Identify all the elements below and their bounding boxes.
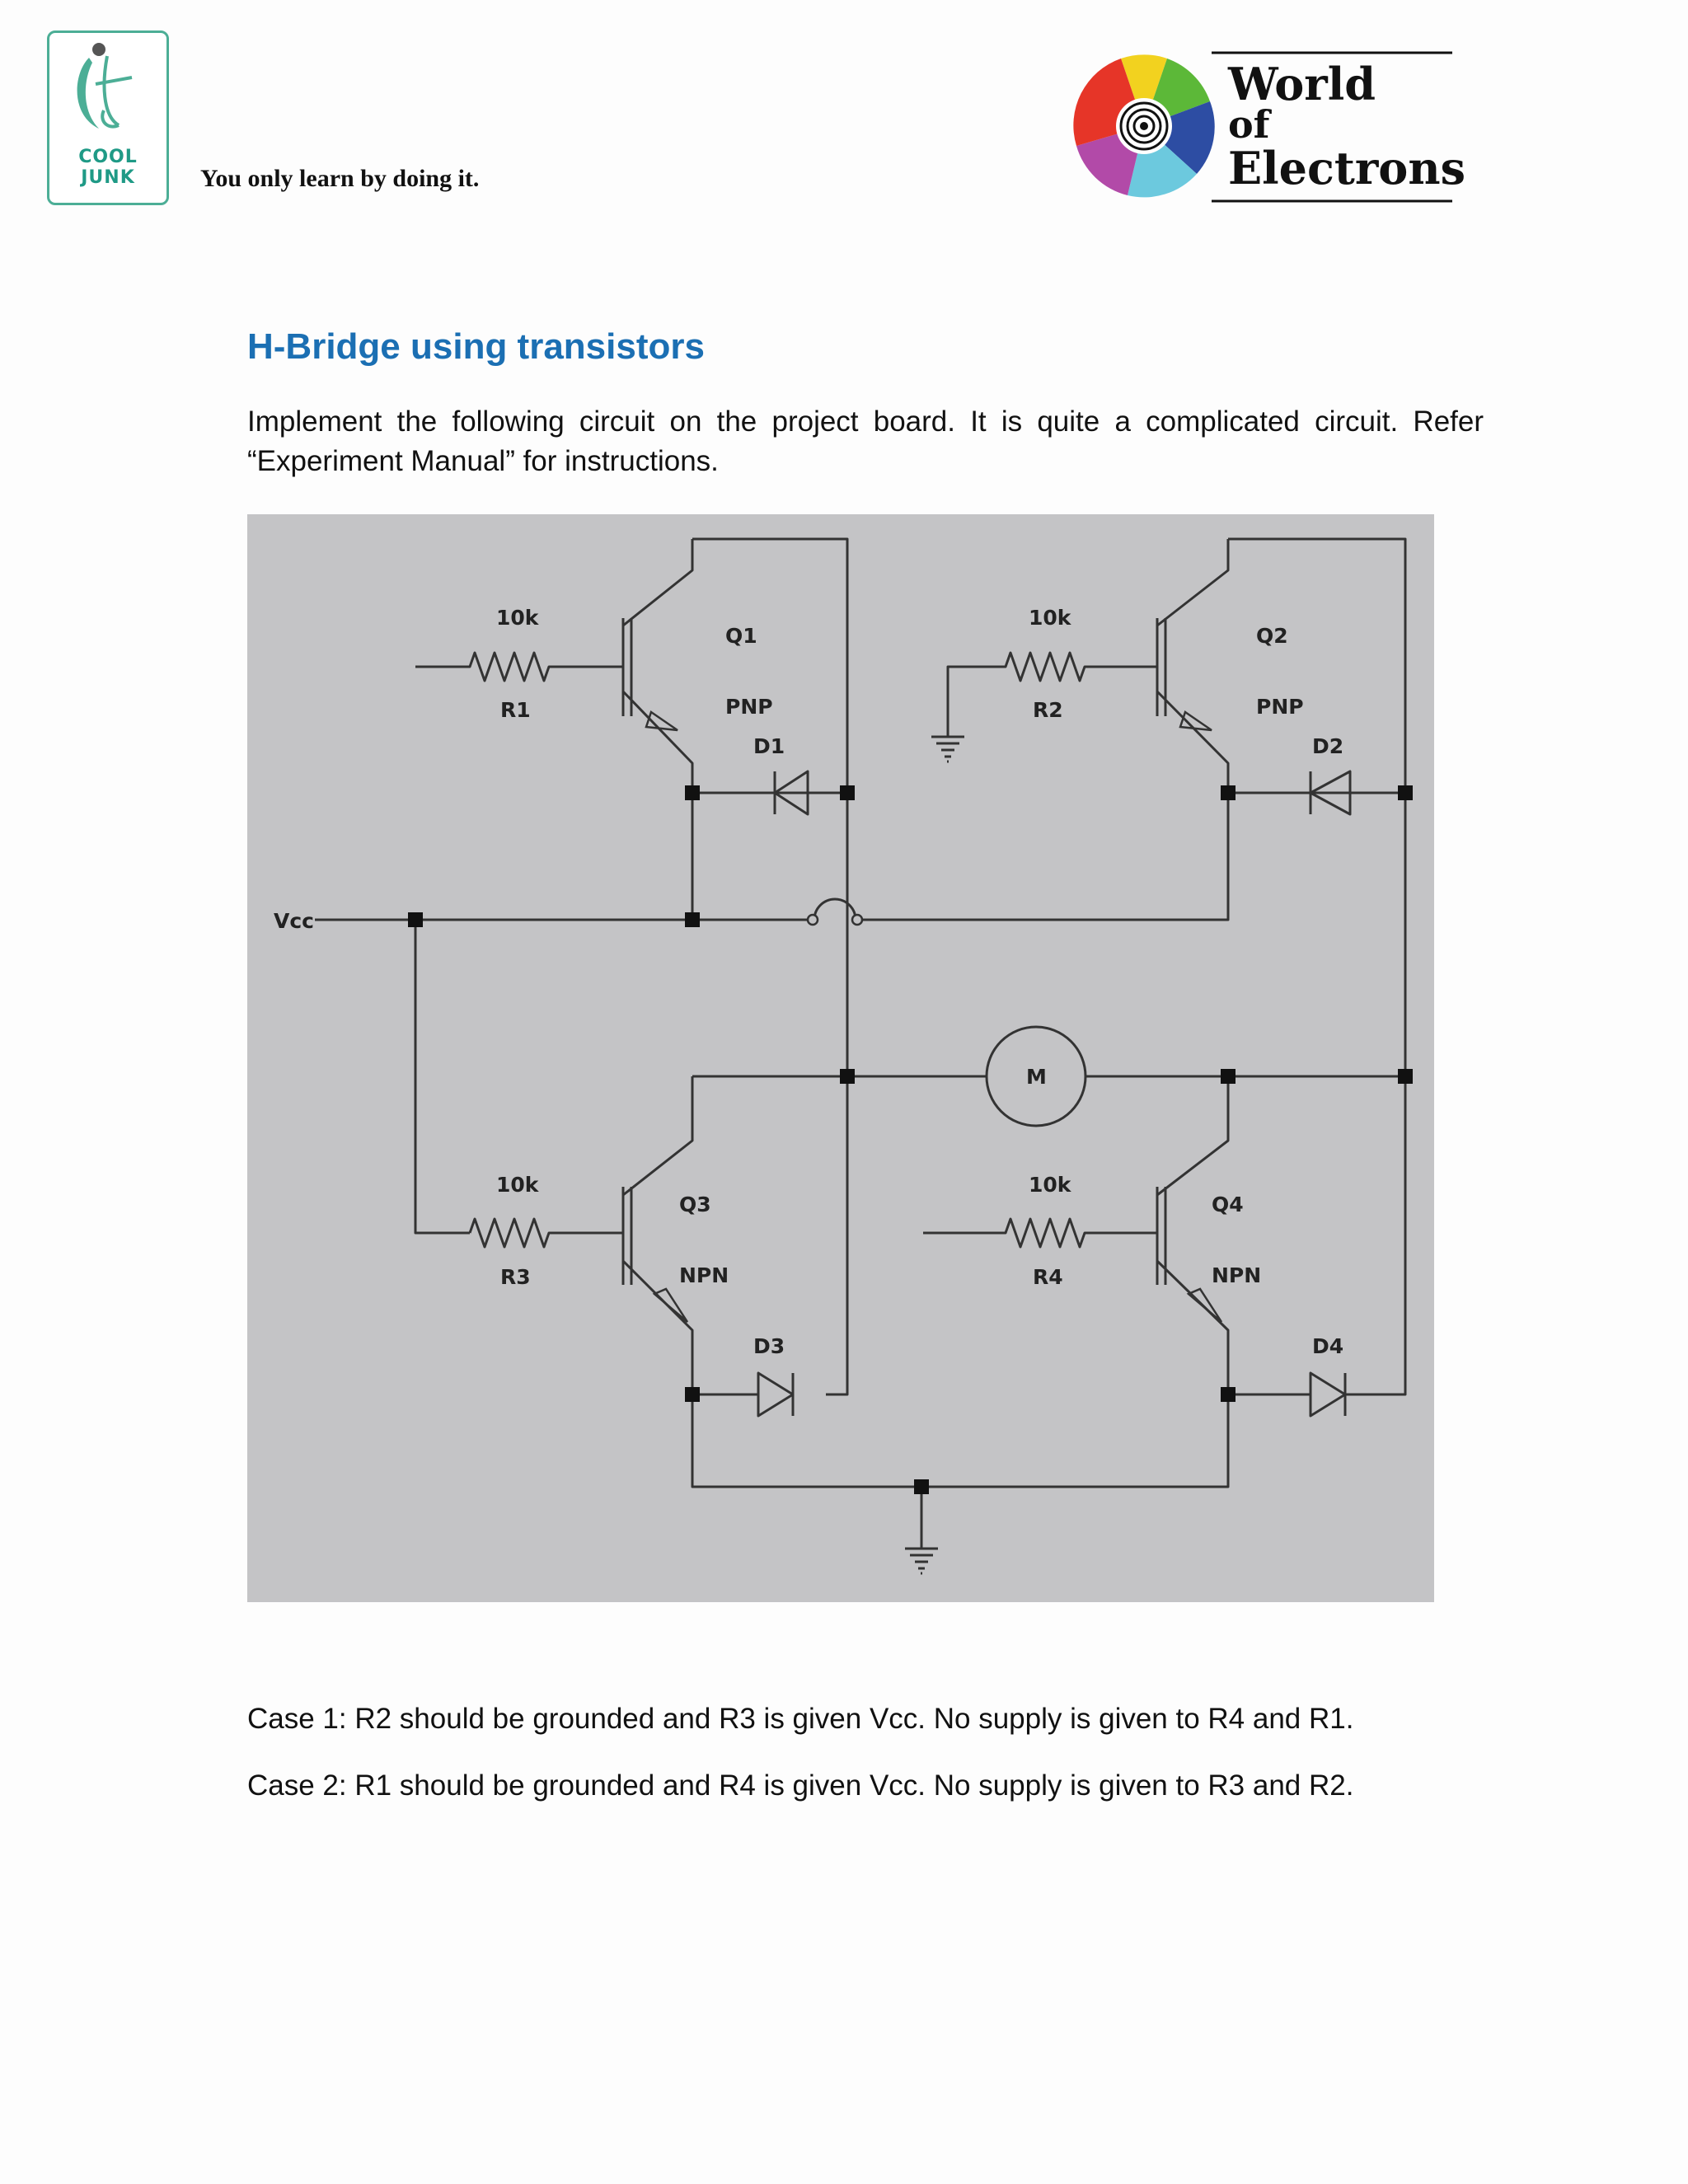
circuit-schematic: Vcc M 10k R1 10k R2 10k R3 10k R4 Q1 PNP…: [274, 537, 1413, 1575]
page-title: H-Bridge using transistors: [247, 326, 705, 367]
color-wheel-icon: [1073, 51, 1452, 203]
case-2-text: Case 2: R1 should be grounded and R4 is …: [247, 1769, 1354, 1802]
q4-type: NPN: [1212, 1263, 1261, 1287]
r2-resistor: [946, 651, 1157, 737]
q3-label: Q3: [679, 1193, 711, 1216]
left-bridge-column: [692, 537, 849, 1396]
d4-diode-symbol: [1309, 1371, 1347, 1418]
d3-label: D3: [753, 1334, 785, 1358]
r2-value: 10k: [1029, 606, 1072, 630]
q2-label: Q2: [1256, 624, 1288, 648]
cool-junk-logo: COOL JUNK: [47, 30, 169, 205]
motor-symbol: [985, 1025, 1087, 1127]
ground-icon: [931, 735, 964, 763]
case-1-text: Case 1: R2 should be grounded and R3 is …: [247, 1703, 1354, 1735]
leaf-icon: [77, 43, 133, 129]
ground-icon: [905, 1547, 938, 1575]
r4-resistor: [923, 1217, 1157, 1249]
r1-resistor: [415, 651, 623, 682]
r4-label: R4: [1033, 1265, 1063, 1289]
q2-type: PNP: [1256, 695, 1304, 719]
motor-label: M: [1026, 1065, 1047, 1089]
d3-diode-symbol: [757, 1371, 795, 1418]
r2-label: R2: [1033, 698, 1063, 722]
vcc-rail: [315, 793, 1230, 921]
logo-text-cool: COOL: [78, 147, 138, 167]
tagline: You only learn by doing it.: [200, 165, 480, 192]
logo-text-electrons: Electrons: [1228, 142, 1465, 194]
r3-value: 10k: [496, 1173, 540, 1197]
logo-text-of: of: [1228, 102, 1270, 147]
q4-label: Q4: [1212, 1193, 1244, 1216]
intro-paragraph: Implement the following circuit on the p…: [247, 405, 1484, 477]
q1-type: PNP: [725, 695, 773, 719]
r4-value: 10k: [1029, 1173, 1072, 1197]
d2-diode-symbol: [1309, 770, 1352, 816]
r3-resistor: [468, 1217, 623, 1249]
h-bridge-circuit-diagram: Vcc M 10k R1 10k R2 10k R3 10k R4 Q1 PNP…: [247, 514, 1434, 1602]
logo-text-world: World: [1228, 58, 1376, 110]
d1-label: D1: [753, 734, 785, 758]
q1-label: Q1: [725, 624, 757, 648]
world-of-electrons-logo: World of Electrons: [1071, 48, 1484, 209]
r3-label: R3: [500, 1265, 531, 1289]
r1-value: 10k: [496, 606, 540, 630]
vcc-label: Vcc: [274, 909, 314, 933]
d2-label: D2: [1312, 734, 1343, 758]
logo-text-junk: JUNK: [81, 167, 135, 188]
r1-label: R1: [500, 698, 531, 722]
d4-label: D4: [1312, 1334, 1343, 1358]
q3-type: NPN: [679, 1263, 729, 1287]
